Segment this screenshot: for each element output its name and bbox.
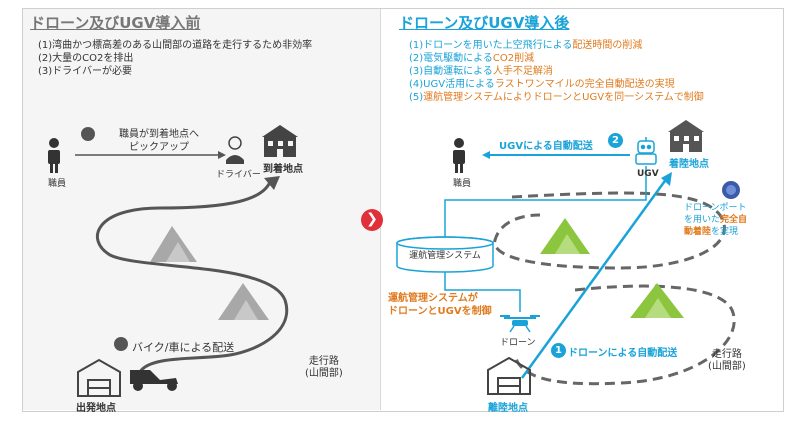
step-badge: [114, 337, 128, 351]
mountain-icon: [540, 218, 590, 254]
mountain-icon: [150, 226, 197, 262]
after-road-label: 走行路 (山間部): [708, 349, 746, 372]
person-icon: [48, 138, 60, 173]
port-caption-line-1: ドローンポート: [684, 203, 747, 213]
step-badge: [81, 127, 95, 141]
after-road-lower: [513, 284, 736, 386]
port-caption-line-2: を用いた完全自: [684, 215, 748, 225]
after-benefit-2: (2)電気駆動によるCO2削減: [409, 53, 535, 64]
before-staff-label: 職員: [48, 179, 67, 189]
system-database-icon: [396, 236, 494, 273]
before-road: [95, 181, 289, 373]
before-title: ドローン及びUGV導入前: [30, 14, 201, 32]
before-road-label: 走行路 (山間部): [305, 356, 343, 379]
before-after-arrow-icon: ❯: [361, 209, 383, 231]
drone-delivery-label: ドローンによる自動配送: [568, 348, 678, 359]
drone-step-badge: 1: [551, 343, 566, 358]
after-benefit-1: (1)ドローンを用いた上空飛行による配送時間の削減: [409, 40, 643, 51]
after-benefit-3: (3)自動運転による人手不足解消: [409, 66, 553, 77]
before-arrival-label: 到着地点: [263, 164, 303, 175]
panel-divider: [380, 9, 381, 410]
drone-port-caption: ドローンポート を用いた完全自 動着陸を実現: [684, 202, 747, 238]
driver-label: ドライバー: [216, 170, 261, 180]
control-caption-line-1: 運航管理システムが: [388, 293, 478, 304]
before-issue-1: (1)湾曲かつ標高差のある山間部の道路を走行するため非効率: [38, 40, 313, 51]
before-issues-list: (1)湾曲かつ標高差のある山間部の道路を走行するため非効率 (2)大量のCO2を…: [38, 40, 312, 79]
control-caption-line-2: ドローンとUGVを制御: [388, 306, 492, 317]
system-label: 運航管理システム: [409, 251, 481, 261]
control-caption: 運航管理システムが ドローンとUGVを制御: [388, 292, 492, 318]
after-benefit-5: (5)運航管理システムによりドローンとUGVを同一システムで制御: [409, 92, 704, 103]
before-issue-3: (3)ドライバーが必要: [38, 66, 132, 77]
takeoff-label: 離陸地点: [488, 403, 528, 414]
port-caption-line-3: 動着陸を実現: [684, 227, 739, 237]
after-benefit-4: (4)UGV活用によるラストワンマイルの完全自動配送の実現: [409, 79, 675, 90]
warehouse-icon: [487, 356, 531, 395]
drone-port-icon: [722, 181, 740, 199]
drone-label: ドローン: [500, 338, 536, 348]
mountain-icon: [630, 283, 684, 318]
delivery-method-label: バイク/車による配送: [132, 341, 235, 354]
drone-flight-line: [520, 177, 669, 379]
scooter-icon: [130, 370, 178, 391]
departure-label: 出発地点: [76, 403, 116, 414]
system-to-ugv-line: [444, 166, 647, 242]
building-icon: [262, 125, 298, 157]
mountain-icon: [218, 283, 269, 320]
before-panel: [23, 9, 380, 410]
driver-icon: [226, 136, 244, 164]
building-icon: [668, 120, 704, 152]
person-icon: [453, 138, 465, 173]
landing-label: 着陸地点: [669, 159, 709, 170]
before-issue-2: (2)大量のCO2を排出: [38, 53, 134, 64]
ugv-step-badge: 2: [608, 133, 623, 148]
after-staff-label: 職員: [453, 179, 472, 189]
after-road-upper: [493, 191, 726, 270]
before-road-arrowhead: [264, 176, 280, 190]
ugv-robot-icon: [635, 137, 657, 165]
after-benefits-list: (1)ドローンを用いた上空飛行による配送時間の削減 (2)電気駆動によるCO2削…: [409, 40, 704, 105]
system-to-drone-line: [444, 270, 521, 312]
drone-icon: [500, 315, 540, 333]
after-title: ドローン及びUGV導入後: [399, 14, 570, 32]
pickup-label: 職員が到着地点へ ピックアップ: [119, 129, 199, 153]
ugv-label: UGV: [637, 169, 659, 179]
warehouse-icon: [77, 358, 121, 397]
ugv-delivery-label: UGVによる自動配送: [499, 141, 593, 152]
